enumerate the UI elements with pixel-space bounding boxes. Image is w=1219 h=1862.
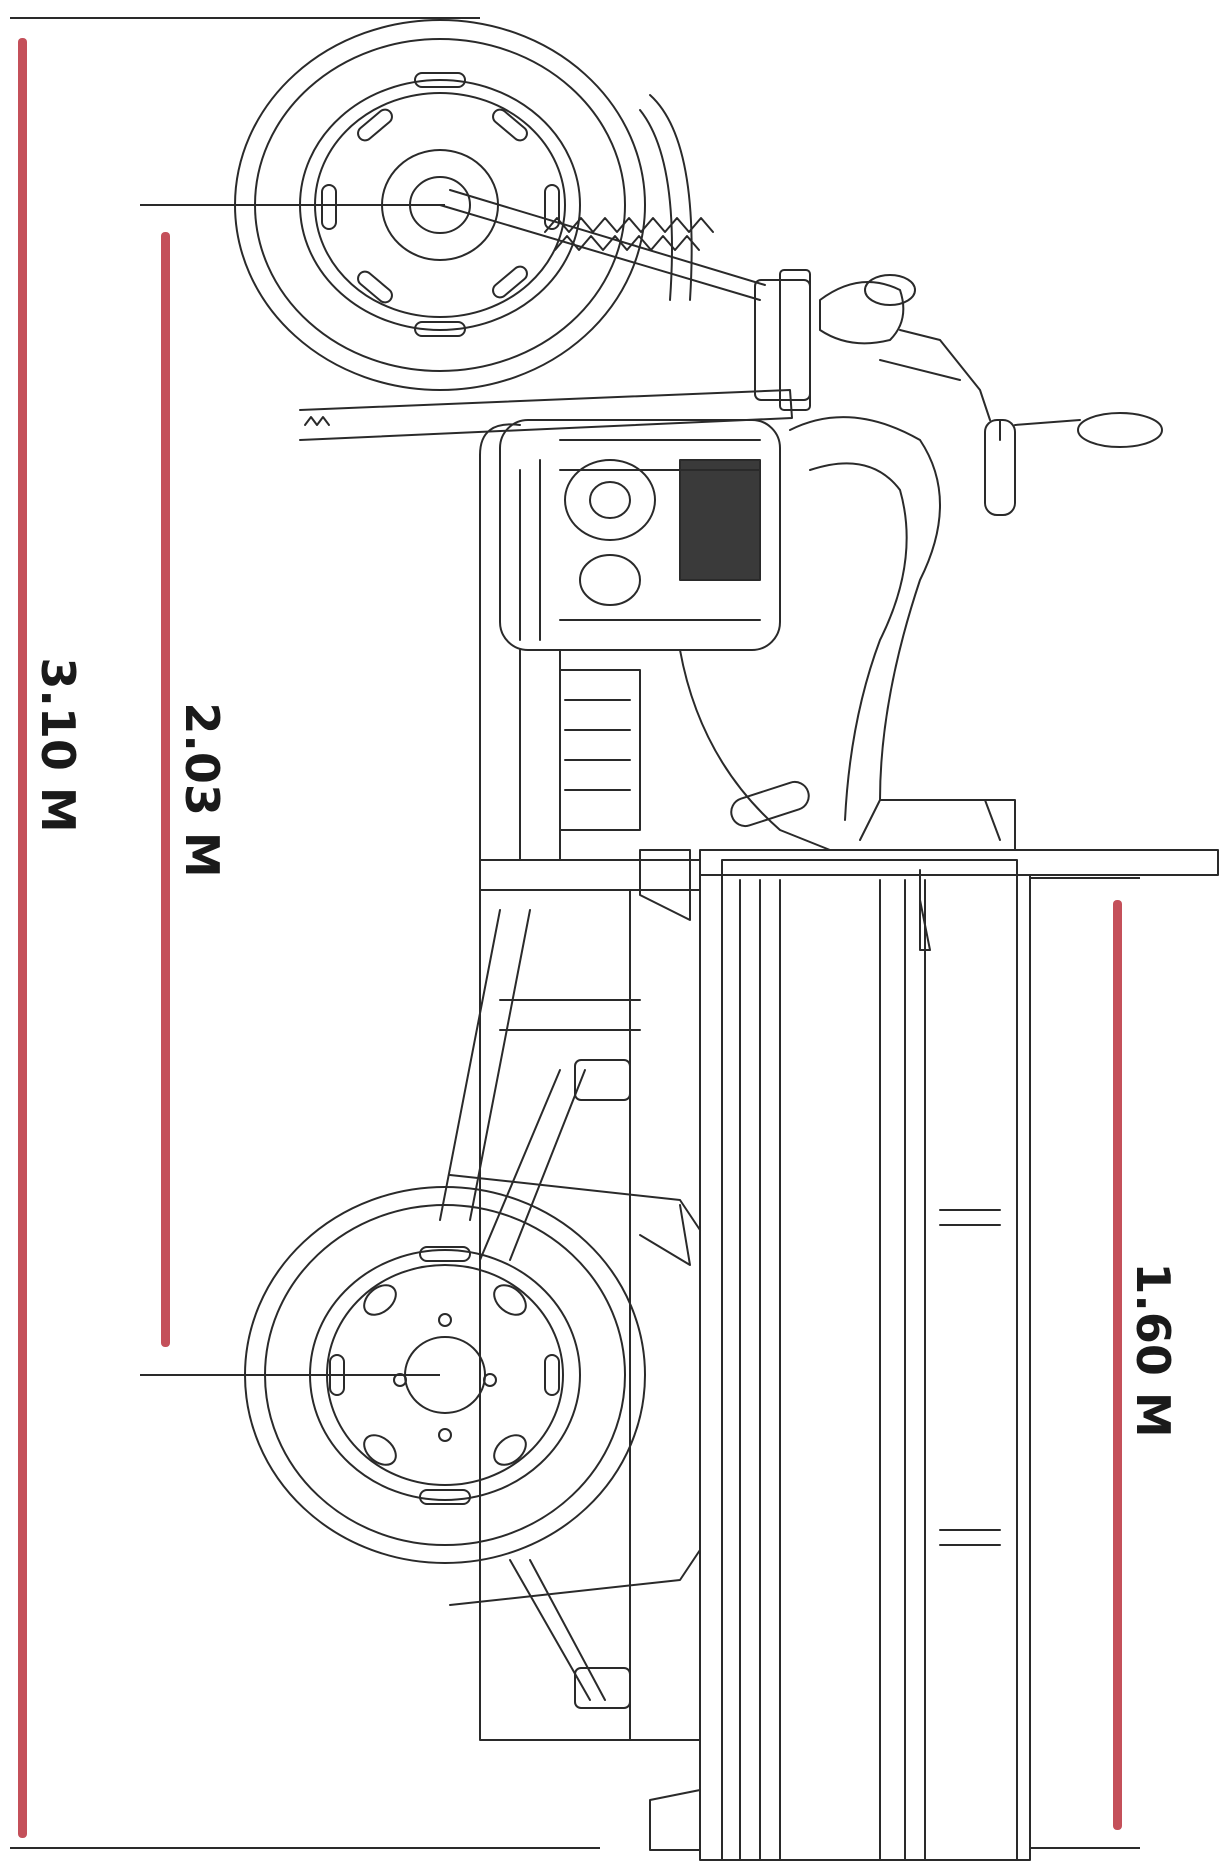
front-wheel [234, 19, 646, 391]
rear-wheel [244, 1186, 646, 1564]
cargo-bed-length-label: 1.60 M [1126, 1262, 1180, 1437]
body-panel [679, 416, 1001, 851]
chassis-frame [439, 423, 701, 1741]
overall-length-label: 3.10 M [31, 657, 85, 832]
cargo-bed-length-bar [1113, 900, 1122, 1830]
mudguard-strut [299, 389, 793, 441]
handlebar [754, 269, 1163, 516]
engine [499, 419, 781, 651]
wheelbase-label: 2.03 M [175, 702, 229, 877]
wheelbase-bar [161, 232, 170, 1347]
dimension-cargo-bed-length: 1.60 M [1030, 877, 1180, 1849]
cargo-bed [639, 799, 1219, 1861]
front-fork [439, 94, 766, 301]
dimension-overall-length: 3.10 M [10, 17, 600, 1849]
overall-length-bar [18, 38, 27, 1838]
dimension-wheelbase: 2.03 M [140, 204, 445, 1376]
